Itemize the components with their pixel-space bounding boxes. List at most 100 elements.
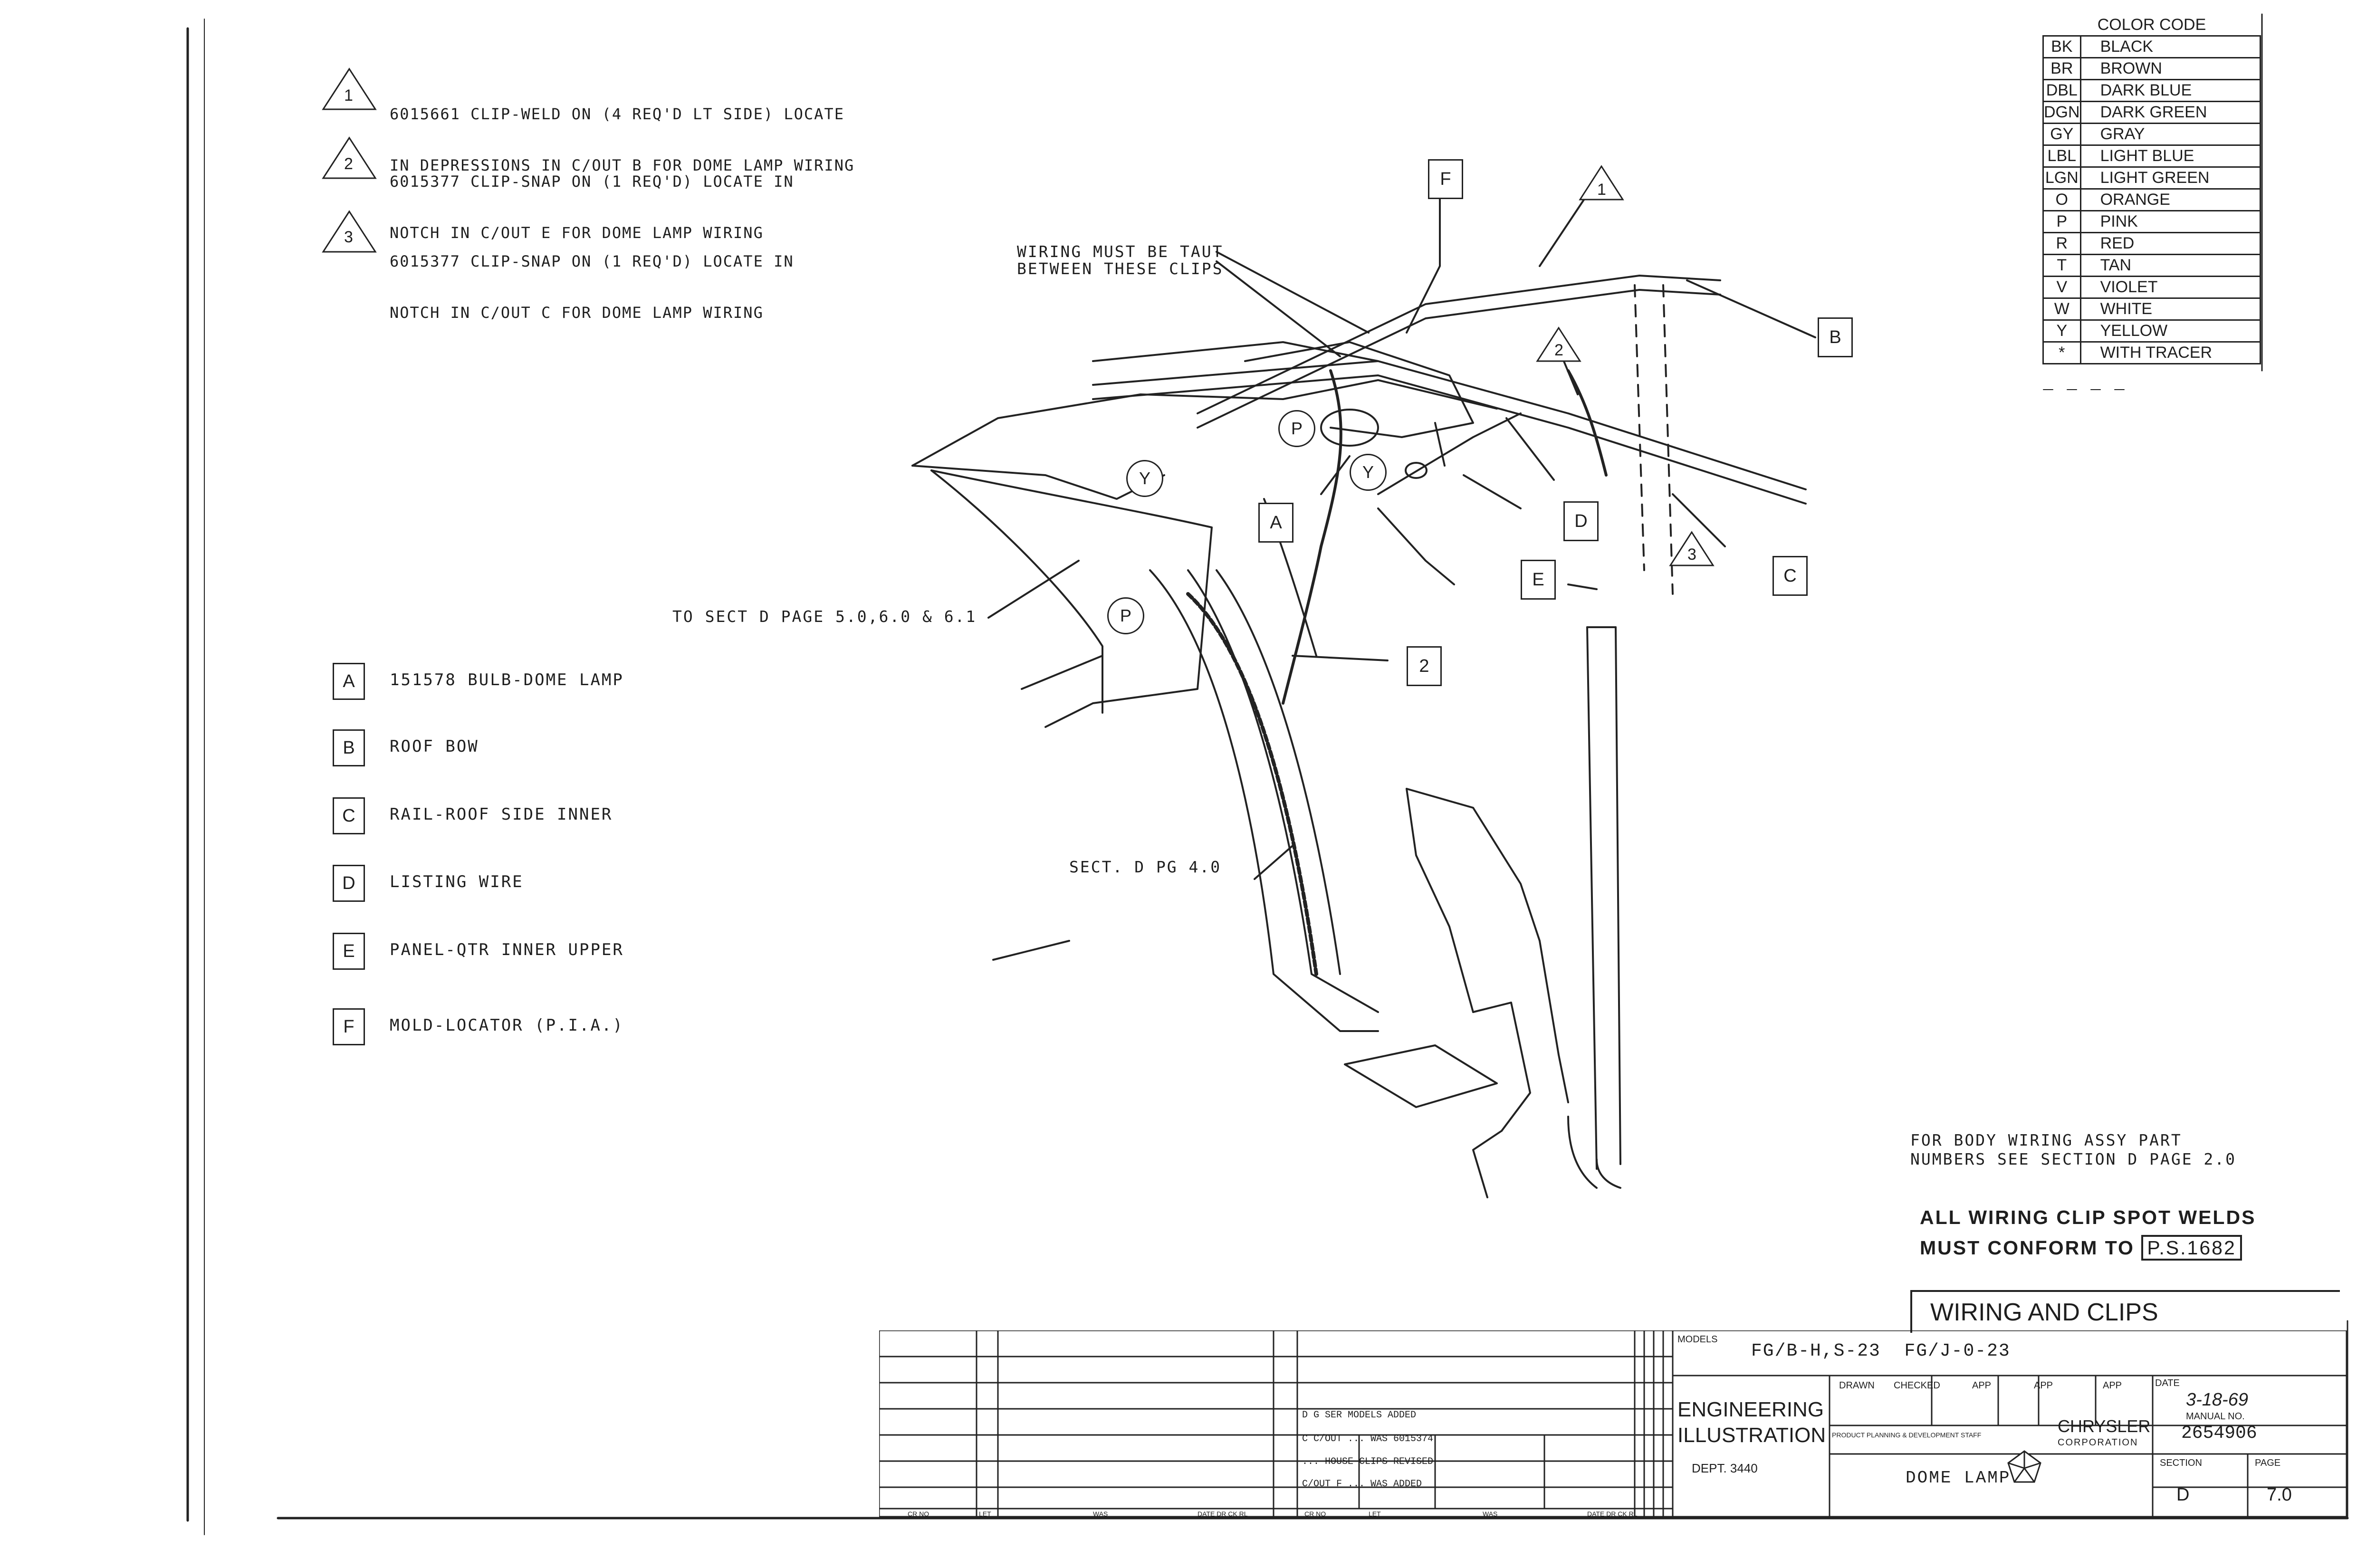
circle-p-upper: P (1278, 410, 1315, 447)
note-2-line-2: NOTCH IN C/OUT E FOR DOME LAMP WIRING (390, 224, 764, 242)
color-code-name: LIGHT BLUE (2079, 144, 2261, 168)
note-3-line-2: NOTCH IN C/OUT C FOR DOME LAMP WIRING (390, 304, 764, 322)
legend-key-b: B (333, 729, 365, 766)
color-code-name: DARK BLUE (2079, 79, 2261, 102)
color-code-name: TAN (2079, 254, 2261, 277)
spot-welds-note: ALL WIRING CLIP SPOT WELDS MUST CONFORM … (1920, 1202, 2256, 1263)
color-code-name: WITH TRACER (2079, 341, 2261, 364)
note-3-line-1: 6015377 CLIP-SNAP ON (1 REQ'D) LOCATE IN (390, 252, 794, 270)
note-3: 6015377 CLIP-SNAP ON (1 REQ'D) LOCATE IN… (390, 219, 794, 355)
diagram-triangle-3: 3 (1687, 545, 1696, 564)
color-code-name: ORANGE (2079, 188, 2261, 211)
spot-welds-line-2: MUST CONFORM TO (1920, 1237, 2135, 1259)
legend-key-e: E (333, 933, 365, 970)
color-code-name: YELLOW (2079, 319, 2261, 343)
section-value: D (2176, 1485, 2190, 1505)
ps-number-box: P.S.1682 (2141, 1235, 2242, 1261)
note-1: 6015661 CLIP-WELD ON (4 REQ'D LT SIDE) L… (390, 71, 854, 208)
revision-entry-1: C/OUT F ... WAS ADDED (1302, 1479, 1422, 1490)
legend-text-c: RAIL-ROOF SIDE INNER (390, 805, 613, 824)
callout-f: F (1428, 159, 1463, 199)
note-3-triangle-number: 3 (344, 228, 353, 246)
color-code-abbrev: V (2042, 276, 2081, 299)
callout-e: E (1521, 560, 1556, 600)
color-code-abbrev: DBL (2042, 79, 2081, 102)
engineering-illustration: ENGINEERING ILLUSTRATION (1677, 1397, 1826, 1448)
app-label-3: APP (2103, 1380, 2122, 1391)
color-code-name: PINK (2079, 210, 2261, 233)
app-label-1: APP (1972, 1380, 1992, 1391)
chrysler-label: CHRYSLER (2058, 1416, 2151, 1436)
rev-footer-was-1: WAS (1093, 1510, 1108, 1518)
legend-item-d: D LISTING WIRE (333, 865, 713, 903)
rev-footer-let-1: LET (979, 1510, 991, 1518)
color-code-abbrev: DGN (2042, 101, 2081, 124)
models-label: MODELS (1677, 1334, 1718, 1345)
dept-label: DEPT. 3440 (1692, 1461, 1758, 1475)
revision-entry-4: ... HOUSE CLIPS REVISED (1302, 1456, 1434, 1467)
circle-y-upper: Y (1350, 454, 1387, 491)
legend-key-c: C (333, 797, 365, 834)
illustration-label: ILLUSTRATION (1677, 1424, 1826, 1447)
legend-item-e: E PANEL-QTR INNER UPPER (333, 933, 713, 971)
legend-key-f: F (333, 1008, 365, 1045)
color-code-abbrev: O (2042, 188, 2081, 211)
callout-b: B (1818, 317, 1853, 357)
page-value: 7.0 (2267, 1485, 2292, 1505)
color-code-name: DARK GREEN (2079, 101, 2261, 124)
color-code-name: BROWN (2079, 57, 2261, 80)
legend-item-b: B ROOF BOW (333, 729, 713, 767)
page-label: PAGE (2255, 1458, 2281, 1468)
rev-footer-date-1: DATE DR CK RL (1198, 1510, 1248, 1518)
section-label: SECTION (2160, 1458, 2202, 1468)
rev-footer-cr-no-2: CR NO (1304, 1510, 1326, 1518)
note-2: 6015377 CLIP-SNAP ON (1 REQ'D) LOCATE IN… (390, 139, 794, 276)
spot-welds-line-1: ALL WIRING CLIP SPOT WELDS (1920, 1206, 2256, 1228)
date-label: DATE (2155, 1378, 2180, 1388)
note-1-line-2: IN DEPRESSIONS IN C/OUT B FOR DOME LAMP … (390, 156, 855, 174)
corporation-label: CORPORATION (2058, 1437, 2138, 1448)
color-code-abbrev: BK (2042, 35, 2081, 58)
revision-entry-3: C C/OUT ... WAS 6015374 (1302, 1434, 1434, 1444)
color-code-name: BLACK (2079, 35, 2261, 58)
legend-key-a: A (333, 663, 365, 700)
rev-footer-was-2: WAS (1483, 1510, 1498, 1518)
rev-footer-cr-no-1: CR NO (908, 1510, 929, 1518)
circle-y-left: Y (1126, 460, 1163, 497)
color-code-abbrev: P (2042, 210, 2081, 233)
rev-footer-let-2: LET (1369, 1510, 1381, 1518)
legend-item-a: A 151578 BULB-DOME LAMP (333, 663, 713, 701)
sheet-title: WIRING AND CLIPS (1930, 1299, 2158, 1326)
color-code-title: COLOR CODE (2043, 14, 2261, 37)
circle-p-left: P (1107, 597, 1144, 634)
legend-text-b: ROOF BOW (390, 737, 479, 756)
color-code-name: WHITE (2079, 297, 2261, 321)
app-label-2: APP (2034, 1380, 2053, 1391)
callout-a: A (1258, 503, 1293, 543)
legend-text-f: MOLD-LOCATOR (P.I.A.) (390, 1016, 624, 1035)
subject-dome-lamp: DOME LAMP (1906, 1468, 2011, 1488)
callout-c: C (1772, 556, 1808, 596)
color-code-name: VIOLET (2079, 276, 2261, 299)
models-value: FG/B-H,S-23 FG/J-0-23 (1751, 1341, 2011, 1361)
title-block-grid (879, 1330, 2347, 1518)
color-code-name: GRAY (2079, 123, 2261, 146)
legend-item-f: F MOLD-LOCATOR (P.I.A.) (333, 1008, 713, 1046)
legend-key-d: D (333, 865, 365, 902)
legend-item-c: C RAIL-ROOF SIDE INNER (333, 797, 713, 835)
sheet-title-box: WIRING AND CLIPS (1910, 1290, 2340, 1333)
